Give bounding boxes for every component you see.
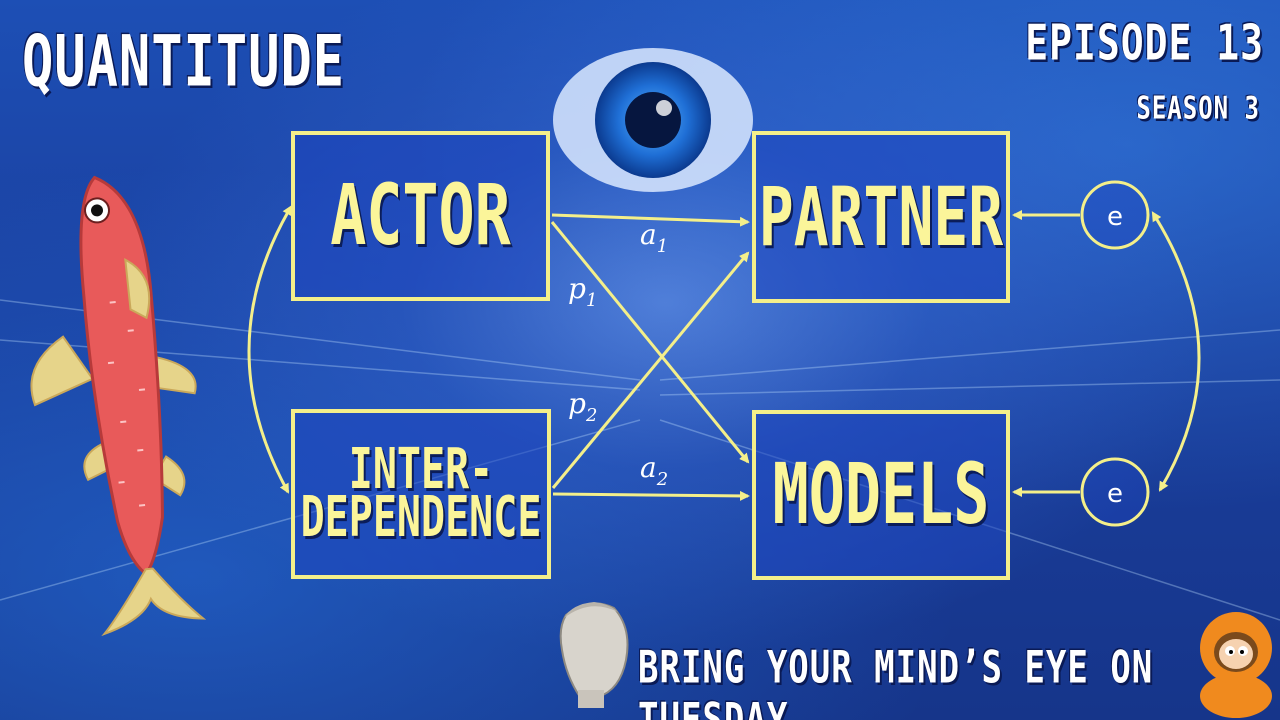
path-label-p1: p1	[568, 272, 597, 311]
path-label-a1: a1	[640, 218, 668, 257]
box-actor: ACTOR	[291, 131, 550, 301]
season-number: SEASON 3	[1136, 90, 1260, 127]
arrow-p2	[551, 251, 750, 489]
error-circle-partner: e	[1080, 180, 1150, 250]
show-title: QUANTITUDE	[22, 22, 346, 103]
error-label-models: e	[1107, 479, 1123, 509]
box-partner-label: PARTNER	[758, 169, 1004, 265]
path-label-p2: p2	[568, 387, 597, 426]
cartoon-character-icon	[1200, 612, 1272, 718]
box-models: MODELS	[752, 410, 1010, 580]
eye-icon	[553, 48, 753, 192]
box-models-label: MODELS	[772, 446, 990, 544]
box-actor-label: ACTOR	[330, 167, 511, 265]
error-circle-models: e	[1080, 457, 1150, 527]
error-label-partner: e	[1107, 202, 1123, 232]
arrow-a2	[552, 490, 750, 501]
box-interdependence-line2: DEPENDENCE	[300, 485, 542, 551]
correlation-right	[1151, 211, 1201, 492]
fish-illustration	[30, 175, 207, 637]
path-label-a2: a2	[640, 451, 668, 490]
tagline: BRING YOUR MIND’S EYE ON TUESDAY	[638, 642, 1154, 720]
episode-number: EPISODE 13	[1025, 14, 1264, 72]
arrow-p1	[550, 221, 750, 464]
arrow-a1	[551, 213, 750, 227]
box-interdependence-line1: INTER-	[348, 437, 494, 503]
box-partner: PARTNER	[752, 131, 1010, 303]
path-arrows	[247, 205, 1201, 501]
correlation-left	[247, 205, 292, 494]
statue-head-icon	[559, 602, 629, 708]
box-interdependence: INTER- DEPENDENCE	[291, 409, 551, 579]
